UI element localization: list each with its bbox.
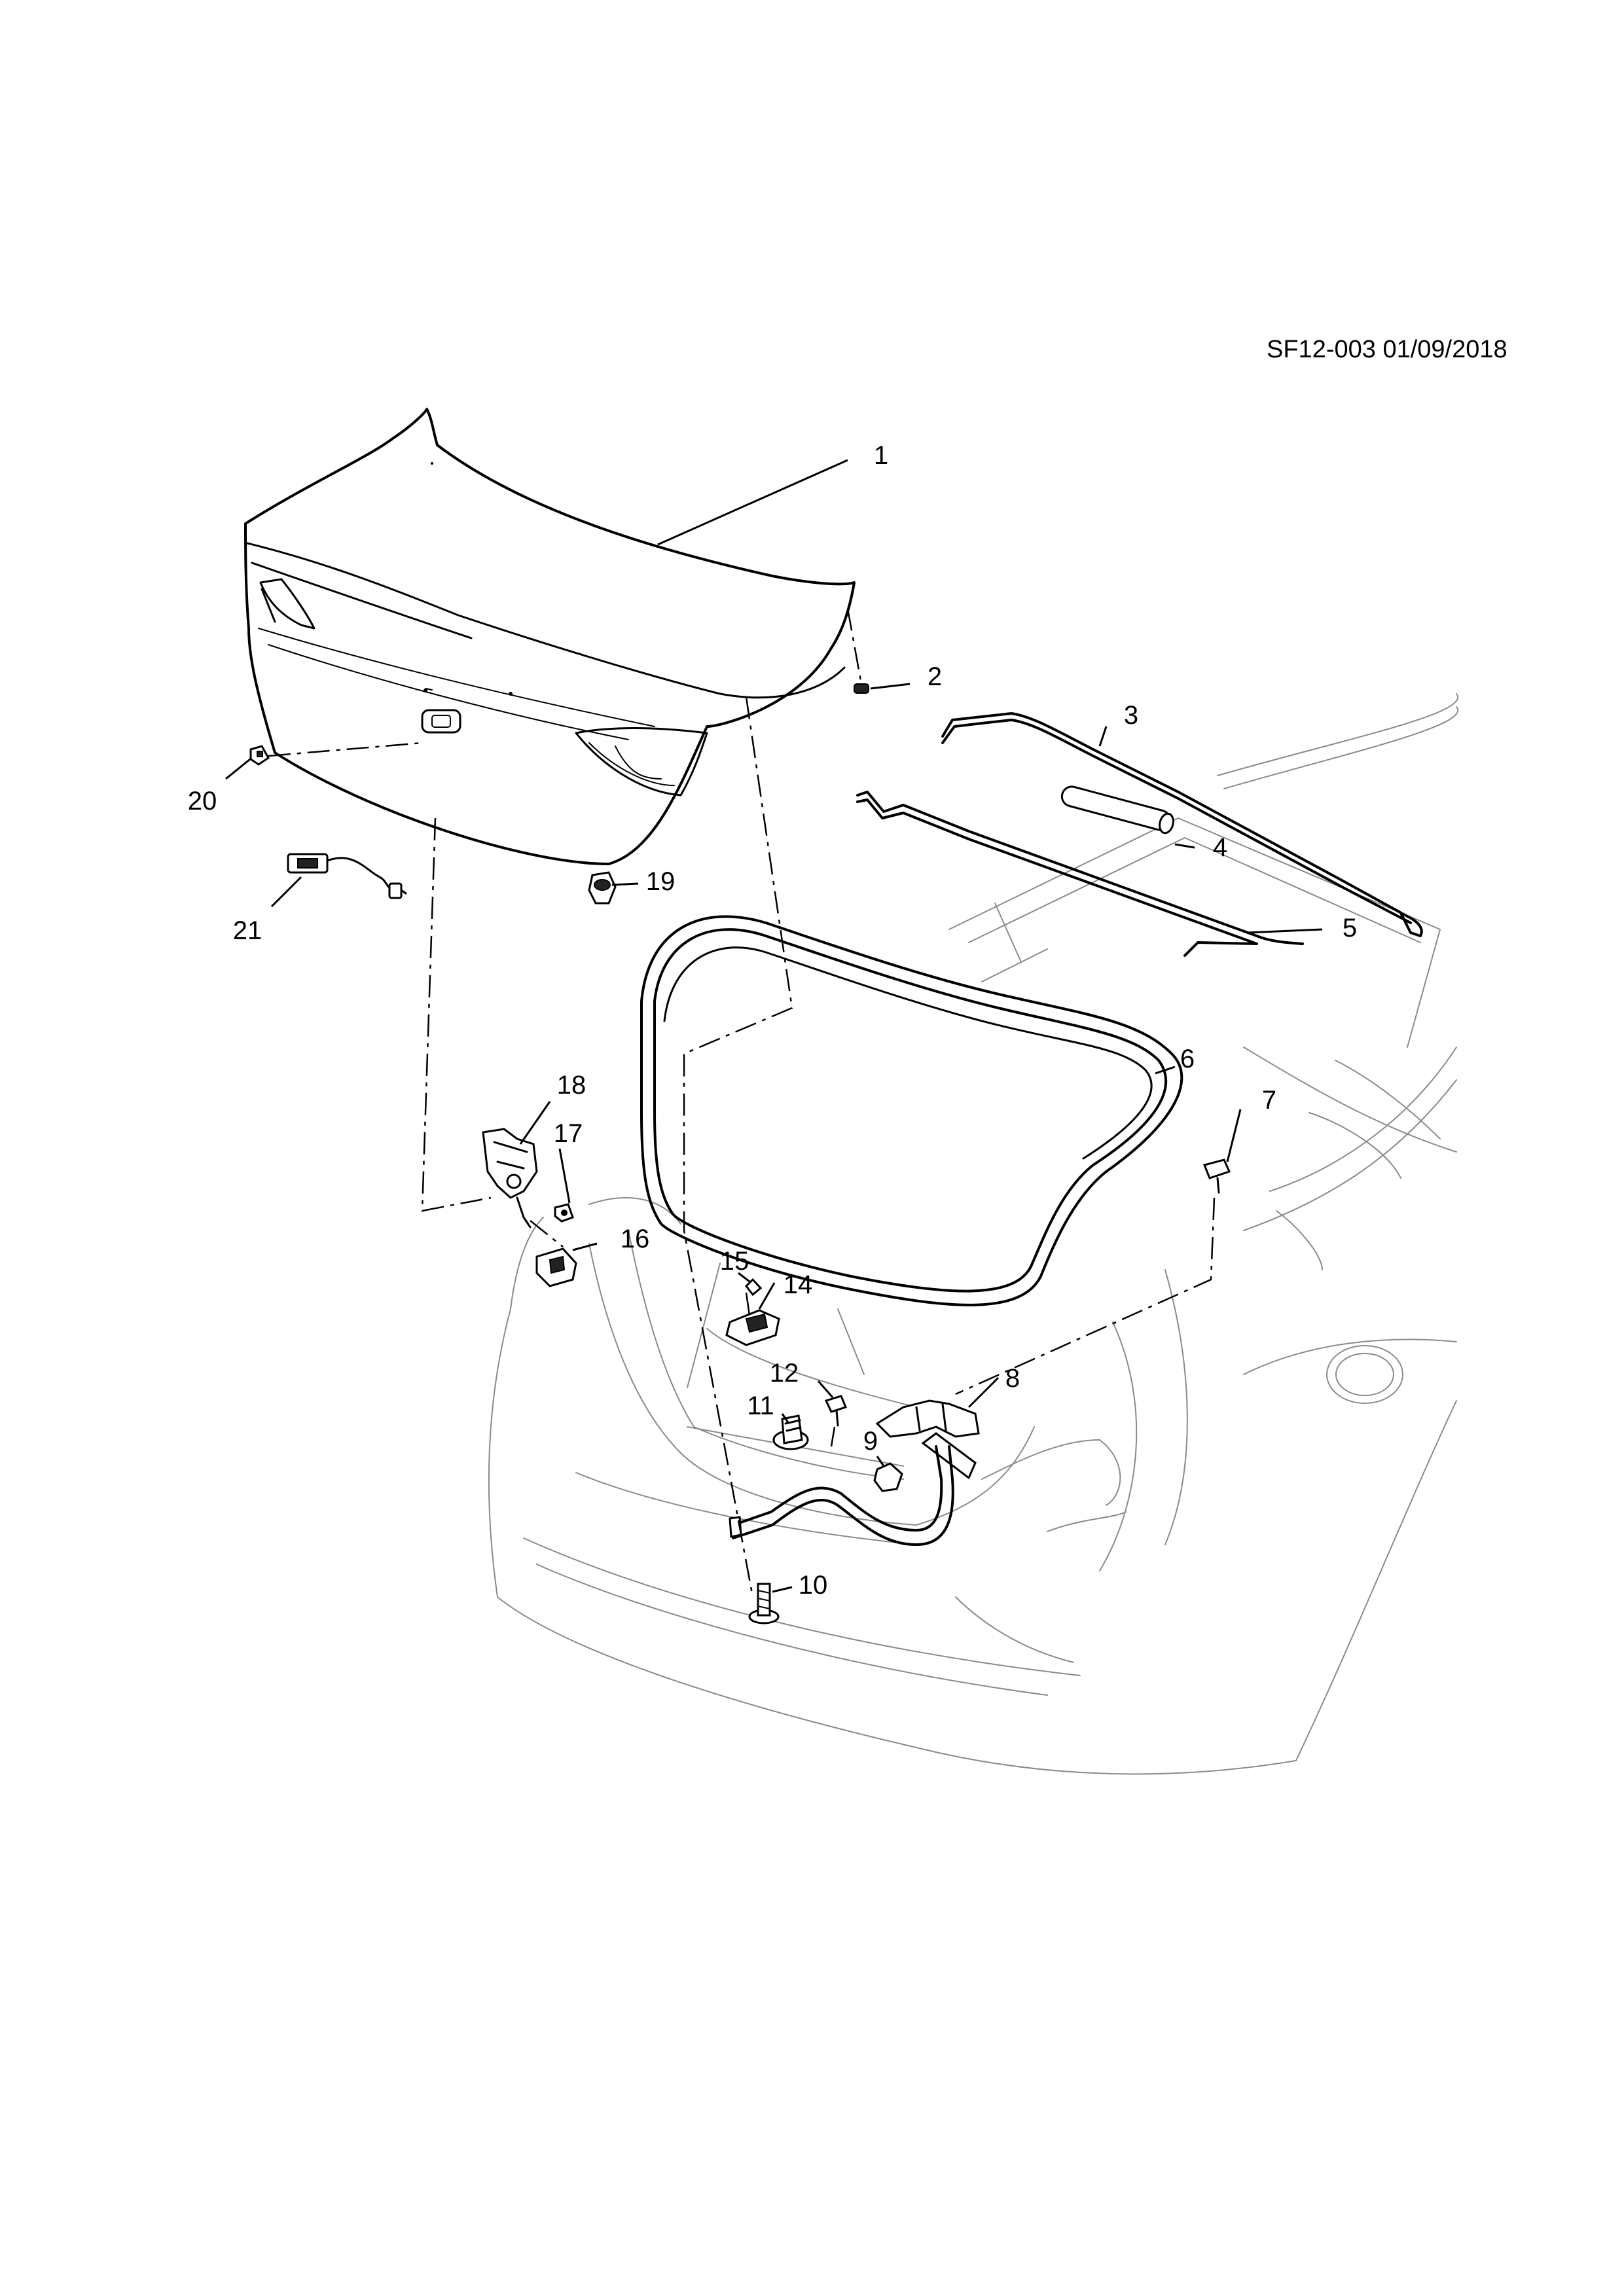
small-hardware bbox=[249, 683, 1231, 1624]
brackets-and-hinges bbox=[482, 1128, 980, 1546]
torsion-rods bbox=[856, 712, 1423, 957]
callout-18: 18 bbox=[556, 1071, 586, 1100]
callout-21: 21 bbox=[232, 916, 262, 945]
callout-19: 19 bbox=[645, 867, 676, 896]
callout-11: 11 bbox=[747, 1391, 774, 1420]
leader-lines bbox=[225, 459, 1323, 1593]
callout-8: 8 bbox=[1005, 1364, 1020, 1393]
weatherstrip bbox=[640, 915, 1183, 1306]
car-body-outline bbox=[488, 693, 1459, 1775]
callout-16: 16 bbox=[620, 1225, 650, 1253]
callout-3: 3 bbox=[1123, 701, 1139, 730]
deck-lid bbox=[244, 408, 856, 865]
callout-6: 6 bbox=[1180, 1045, 1195, 1073]
diagram-reference-code: SF12-003 01/09/2018 bbox=[1267, 336, 1507, 363]
callout-9: 9 bbox=[863, 1427, 878, 1456]
callout-15: 15 bbox=[719, 1247, 749, 1276]
callout-12: 12 bbox=[769, 1359, 799, 1388]
callout-4: 4 bbox=[1212, 833, 1228, 862]
callout-1: 1 bbox=[873, 441, 889, 470]
callout-17: 17 bbox=[553, 1119, 583, 1148]
callout-5: 5 bbox=[1342, 914, 1358, 942]
assembly-lines bbox=[268, 608, 1216, 1598]
callout-10: 10 bbox=[798, 1571, 828, 1600]
callout-14: 14 bbox=[783, 1270, 813, 1299]
callout-20: 20 bbox=[187, 787, 217, 816]
callout-7: 7 bbox=[1261, 1086, 1277, 1115]
callout-2: 2 bbox=[927, 662, 943, 691]
